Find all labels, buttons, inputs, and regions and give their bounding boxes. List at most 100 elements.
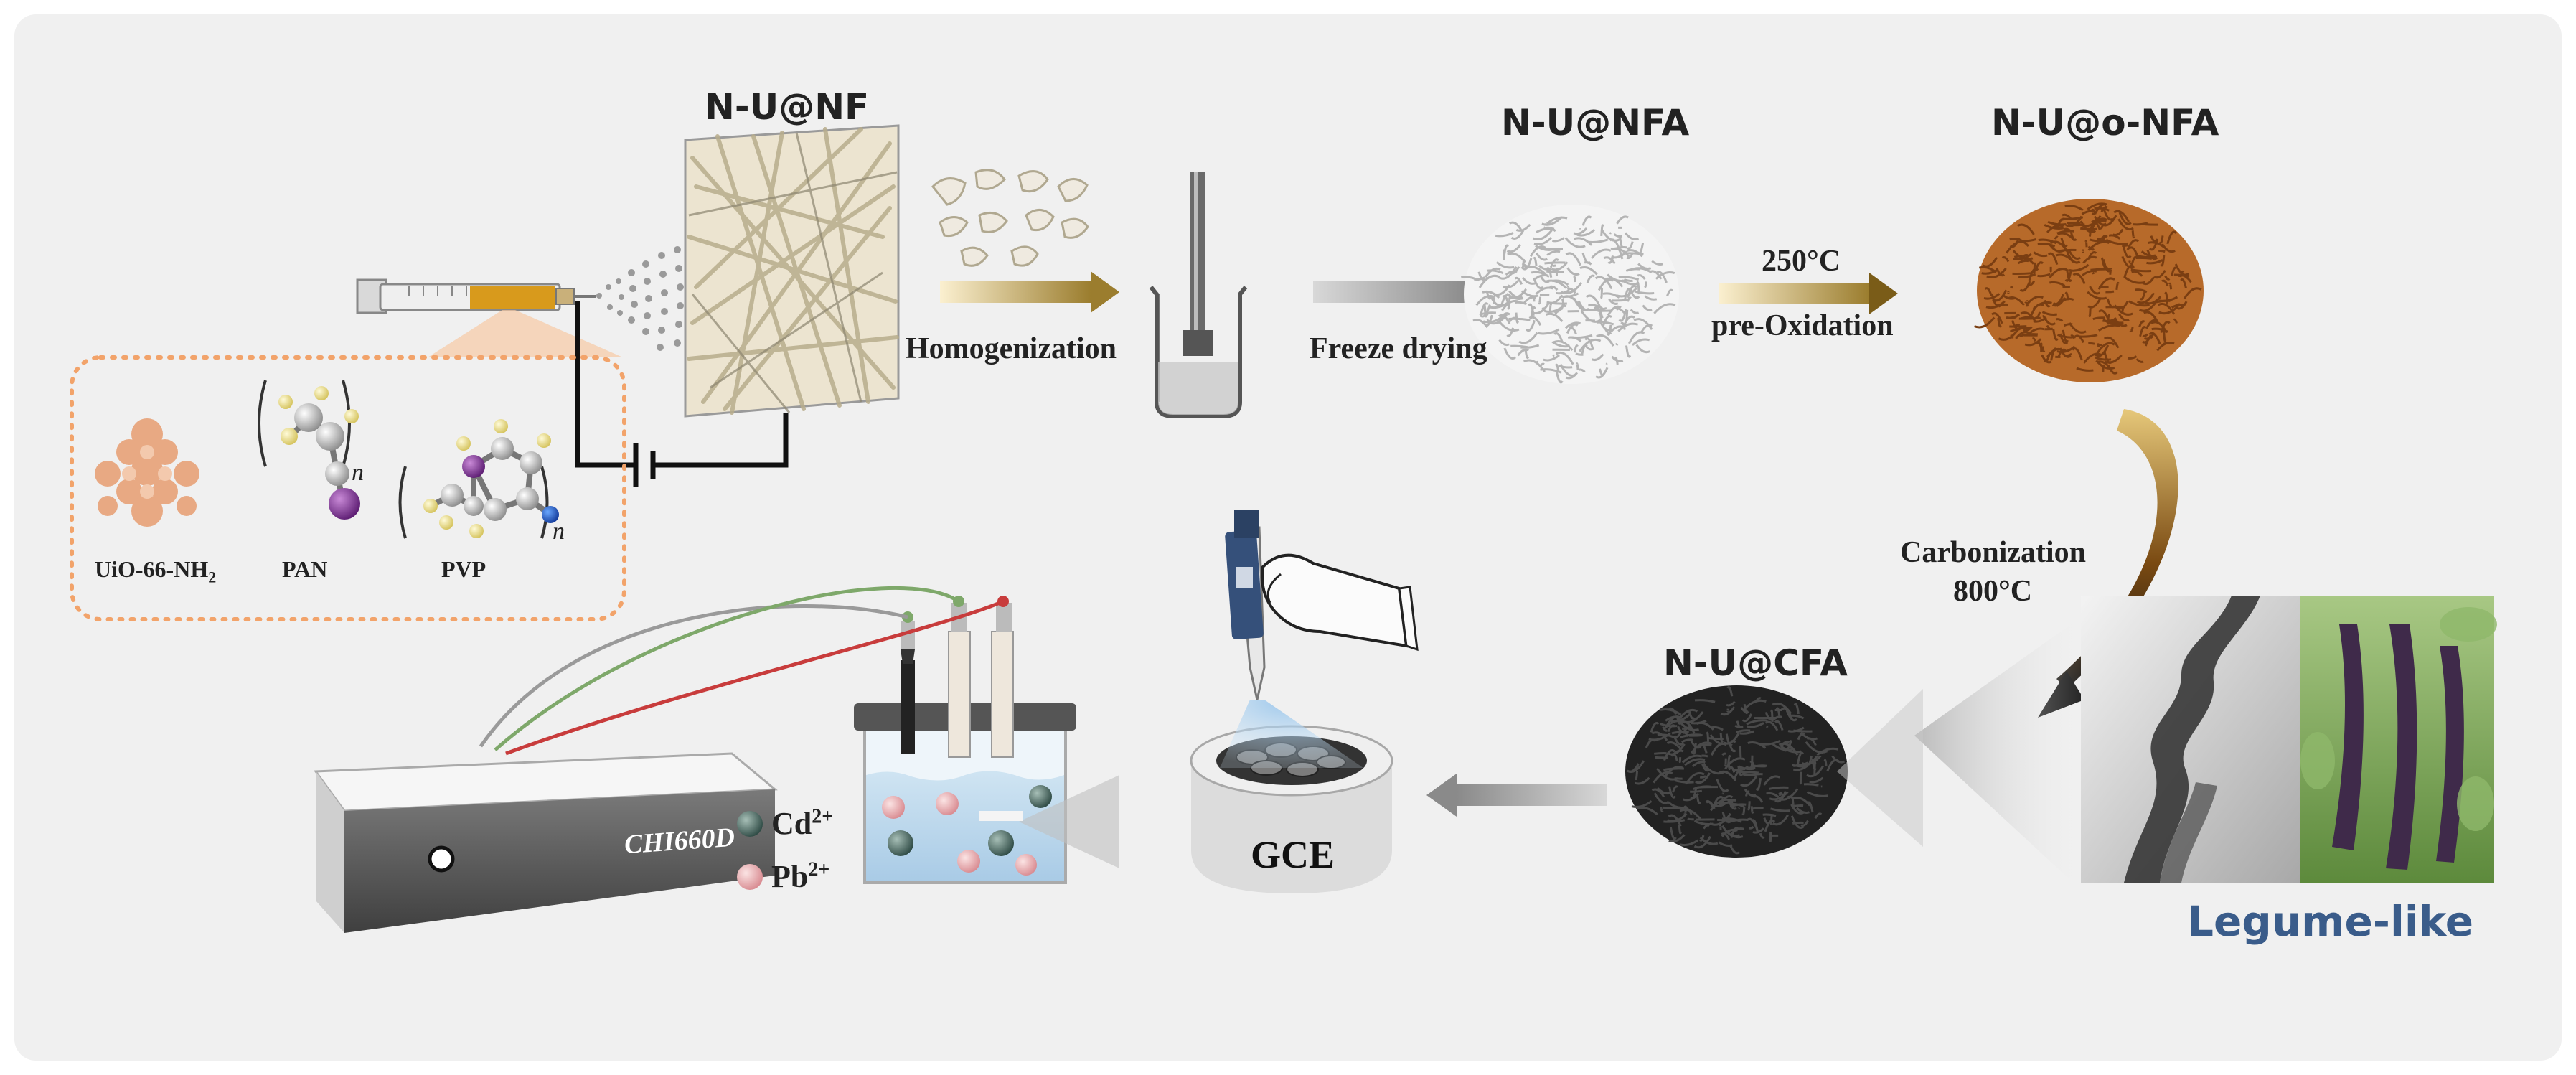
label-carbonization: Carbonization: [1900, 536, 2087, 569]
fiber-strand: [1656, 767, 1679, 781]
electrochemical-cell: [854, 596, 1119, 884]
fiber-strand: [2044, 299, 2051, 308]
fiber-strand: [1720, 706, 1736, 716]
fiber-strand: [1625, 252, 1644, 255]
fiber-strand: [2056, 297, 2074, 307]
fiber-strand: [2130, 255, 2138, 268]
fiber-strand: [1546, 270, 1564, 273]
fiber-strand: [2151, 327, 2168, 333]
fiber-strand: [1561, 298, 1567, 308]
arrow-homogenization: [940, 271, 1119, 313]
fiber-strand: [1593, 306, 1604, 319]
label-cd-base: Cd: [771, 806, 812, 841]
fiber-strand: [2143, 332, 2156, 340]
fiber-strand: [1655, 271, 1675, 280]
fiber-strand: [1650, 722, 1660, 733]
fiber-strand: [1771, 742, 1793, 751]
fiber-strand: [1523, 265, 1546, 275]
fiber-strand: [2052, 328, 2059, 341]
fiber-strand: [1721, 790, 1725, 795]
fiber-strand: [1763, 775, 1780, 786]
fiber-strand: [1762, 813, 1777, 817]
fiber-strand: [1566, 267, 1580, 276]
fiber-strand: [2079, 220, 2097, 233]
fiber-strand: [1533, 277, 1544, 289]
fiber-strand: [1747, 741, 1767, 749]
fiber-strand: [1585, 294, 1602, 307]
fiber-strand: [1569, 327, 1577, 335]
fiber-strand: [2117, 301, 2129, 310]
fiber-strand: [2066, 269, 2072, 282]
fiber-strand: [1721, 817, 1742, 823]
label-cd-sup: 2+: [812, 805, 834, 828]
fiber-strand: [1730, 827, 1739, 838]
fiber-strand: [1507, 298, 1511, 310]
fiber-strand: [2063, 323, 2073, 327]
fiber-strand: [1635, 344, 1650, 354]
fiber-strand: [1595, 367, 1609, 379]
fiber-strand: [1515, 223, 1531, 232]
fiber-strand: [1663, 806, 1685, 809]
fiber-strand: [2160, 255, 2166, 267]
fiber-strand: [1479, 304, 1491, 318]
fiber-strand: [1599, 368, 1605, 377]
fiber-strand: [1727, 760, 1731, 771]
fiber-strand: [2049, 268, 2068, 278]
fiber-strand: [1604, 277, 1624, 288]
fiber-strand: [2037, 243, 2056, 248]
fiber-strand: [1982, 256, 1998, 268]
fiber-strand: [1634, 267, 1653, 274]
fiber-strand: [2100, 206, 2108, 212]
fiber-strand: [1806, 801, 1814, 813]
fiber-strand: [1475, 295, 1495, 306]
fiber-strand: [1538, 265, 1551, 271]
fiber-strand: [2083, 352, 2102, 364]
fiber-strand: [2090, 220, 2095, 232]
fiber-strand: [1747, 722, 1764, 728]
fiber-strand: [1772, 715, 1782, 721]
fiber-strand: [2115, 281, 2120, 291]
fiber-strand: [2001, 256, 2010, 263]
fiber-strand: [1510, 230, 1525, 240]
fiber-strand: [1668, 834, 1686, 842]
fiber-strand: [1710, 742, 1727, 756]
fiber-strand: [2007, 296, 2025, 306]
fiber-strand: [1998, 328, 2019, 341]
fiber-strand: [1679, 839, 1699, 847]
fiber-strand: [1631, 338, 1650, 347]
fiber-strand: [1493, 284, 1510, 296]
label-nfa: N-U@NFA: [1501, 102, 1690, 144]
fiber-strand: [1719, 825, 1722, 831]
fiber-strand: [2052, 294, 2064, 306]
fiber-strand: [1620, 321, 1626, 330]
fiber-strand: [2056, 345, 2076, 353]
fiber-strand: [1793, 703, 1800, 715]
fiber-strand: [2012, 272, 2032, 276]
fiber-strand: [1739, 771, 1759, 774]
fiber-strand: [1659, 722, 1678, 728]
fiber-strand: [1607, 305, 1622, 316]
fiber-strand: [2164, 275, 2171, 281]
fiber-strand: [2183, 287, 2202, 300]
fiber-strand: [1721, 828, 1739, 837]
fiber-strand: [2050, 347, 2058, 361]
fiber-strand: [1573, 227, 1588, 235]
fiber-strand: [1472, 319, 1489, 329]
fiber-strand: [2161, 342, 2168, 347]
fiber-strand: [2072, 347, 2083, 361]
label-pvp: PVP: [441, 556, 486, 582]
fiber-strand: [1694, 699, 1716, 703]
fiber-strand: [1668, 786, 1676, 799]
fiber-strand: [2091, 207, 2100, 215]
fiber-strand: [1759, 832, 1765, 839]
fiber-strand: [1626, 249, 1643, 258]
fiber-strand: [1793, 764, 1805, 769]
fiber-strand: [1482, 290, 1500, 299]
fiber-strand: [1666, 741, 1681, 750]
fiber-strand: [1698, 743, 1712, 747]
fiber-strand: [1805, 741, 1828, 754]
fiber-strand: [1772, 702, 1792, 715]
fiber-strand: [2012, 250, 2034, 260]
fiber-strand: [1800, 731, 1818, 741]
fiber-strand: [1764, 820, 1776, 832]
